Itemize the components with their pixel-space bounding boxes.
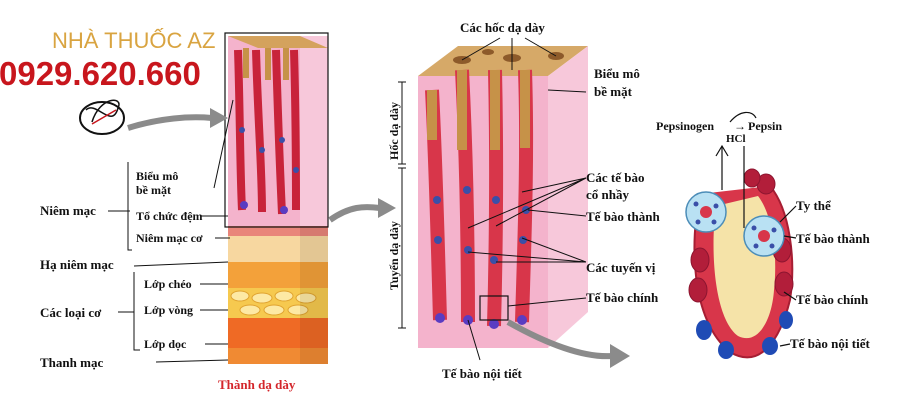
reaction-from: Pepsinogen: [656, 119, 714, 133]
left-labels: Niêm mạc Hạ niêm mạc Các loại cơ Thanh m…: [40, 169, 296, 392]
layer-label-submucosa: Hạ niêm mạc: [40, 257, 114, 272]
sublabel-muscularis-mucosae: Niêm mạc cơ: [136, 231, 203, 245]
label-gastric-pits: Các hốc dạ dày: [460, 20, 545, 35]
serosa: [228, 348, 328, 364]
sublabel-lamina-propria: Tổ chức đệm: [136, 209, 203, 223]
layer-label-mucosa: Niêm mạc: [40, 203, 96, 218]
label-chief-cell: Tế bào chính: [796, 292, 869, 307]
stomach-wall-block: [228, 36, 328, 364]
gland-detail: [685, 168, 794, 359]
vertical-label-pits: Hốc dạ dày: [387, 102, 401, 160]
label-endocrine-cell-mid: Tế bào nội tiết: [442, 366, 522, 381]
label-surface-epithelium-2: bề mặt: [594, 84, 633, 99]
pit-top-surface: [418, 46, 588, 76]
label-parietal-cell: Tế bào thành: [796, 231, 870, 246]
stomach-sketch: [79, 99, 125, 135]
gastric-gland-block: [418, 46, 588, 348]
zoom-arrow-2: [328, 204, 381, 223]
zoom-arrow-1: [127, 114, 213, 131]
middle-leader-lines: [461, 37, 587, 361]
label-mucous-neck-1: Các tế bào: [586, 170, 645, 185]
mucosa-top: [228, 36, 328, 48]
circular-layer-pattern: [230, 290, 317, 316]
layer-label-muscles: Các loại cơ: [40, 305, 102, 320]
reaction-agent: HCl: [726, 133, 746, 145]
label-parietal-cell-mid: Tế bào thành: [586, 209, 660, 224]
middle-brackets: [398, 81, 406, 329]
zoom-box: [479, 295, 509, 321]
endocrine-cells: [696, 311, 793, 359]
zoom-arrow-3: [506, 319, 613, 360]
label-gastric-glands: Các tuyến vị: [586, 260, 656, 275]
longitudinal-layer: [228, 318, 328, 348]
gland-cells: [433, 186, 530, 329]
label-endocrine-cell: Tế bào nội tiết: [790, 336, 870, 351]
sublabel-longitudinal: Lớp dọc: [144, 337, 187, 351]
brand-name: NHÀ THUỐC AZ: [52, 27, 215, 53]
right-leader-lines: [715, 111, 797, 347]
reaction-arrow: →: [734, 119, 746, 133]
sublabel-oblique: Lớp chéo: [144, 277, 192, 291]
reaction-to: Pepsin: [748, 119, 782, 133]
zoom-arrow-1-head: [210, 108, 228, 128]
muscularis-mucosae: [228, 226, 328, 236]
brand-phone: 0929.620.660: [0, 55, 201, 92]
label-chief-cell-mid: Tế bào chính: [586, 290, 659, 305]
label-mucous-neck-2: cổ nhầy: [586, 187, 629, 202]
sublabel-epithelium-1: Biểu mô: [136, 169, 178, 183]
middle-labels: Các hốc dạ dày Biểu mô bề mặt Các tế bào…: [442, 20, 660, 381]
oblique-layer: [228, 262, 328, 288]
sublabel-circular: Lớp vòng: [144, 303, 193, 317]
submucosa: [228, 236, 328, 262]
right-labels: Ty thể Tế bào thành Tế bào chính Tế bào …: [790, 198, 870, 351]
zoom-arrow-2-head: [378, 198, 396, 218]
block-glands: [234, 48, 300, 215]
layer-label-serosa: Thanh mạc: [40, 355, 103, 370]
mucosa-side: [300, 36, 328, 226]
label-surface-epithelium-1: Biểu mô: [594, 66, 640, 81]
vertical-label-glands: Tuyến dạ dày: [387, 221, 401, 290]
gland-block-side: [548, 46, 588, 348]
zoom-arrow-3-head: [610, 344, 630, 368]
label-mitochondria: Ty thể: [796, 198, 832, 213]
left-caption: Thành dạ dày: [218, 377, 296, 392]
sublabel-epithelium-2: bề mặt: [136, 183, 171, 197]
left-leader-lines: [108, 32, 329, 363]
